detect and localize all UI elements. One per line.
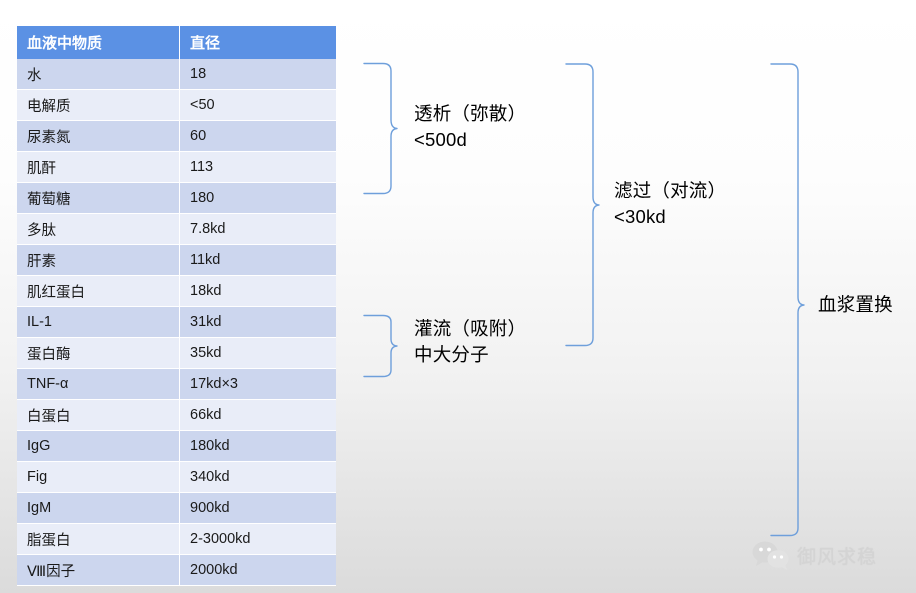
brace-plasma-exchange — [770, 63, 805, 537]
wechat-icon — [752, 540, 790, 570]
cell-substance: 尿素氮 — [17, 121, 180, 152]
cell-substance: 葡萄糖 — [17, 183, 180, 214]
column-header-diameter: 直径 — [180, 26, 336, 59]
annotation-filtration: 滤过（对流） <30kd — [614, 180, 727, 227]
annotation-dialysis: 透析（弥散） <500d — [414, 103, 527, 150]
watermark-account-name: 御风求稳 — [797, 546, 878, 568]
cell-diameter: 17kd×3 — [180, 369, 336, 400]
column-header-substance: 血液中物质 — [17, 26, 180, 59]
cell-diameter: 35kd — [180, 338, 336, 369]
watermark: 御风求稳 — [752, 540, 877, 570]
brace-dialysis — [363, 62, 398, 195]
cell-diameter: 2000kd — [180, 555, 336, 586]
table-row: 电解质<50 — [17, 90, 336, 121]
cell-substance: Fig — [17, 462, 180, 493]
cell-substance: 白蛋白 — [17, 400, 180, 431]
cell-substance: IL-1 — [17, 307, 180, 338]
cell-diameter: <50 — [180, 90, 336, 121]
cell-substance: TNF-α — [17, 369, 180, 400]
brace-hemoperfusion — [363, 314, 398, 378]
annotation-hemoperfusion: 灌流（吸附） 中大分子 — [414, 318, 527, 365]
brace-filtration — [565, 63, 600, 347]
cell-substance: 肝素 — [17, 245, 180, 276]
annotation-plasma-exchange: 血浆置换 — [818, 294, 893, 315]
cell-diameter: 7.8kd — [180, 214, 336, 245]
cell-diameter: 180kd — [180, 431, 336, 462]
cell-diameter: 66kd — [180, 400, 336, 431]
cell-substance: 蛋白酶 — [17, 338, 180, 369]
cell-diameter: 180 — [180, 183, 336, 214]
cell-diameter: 113 — [180, 152, 336, 183]
cell-substance: Ⅷ因子 — [17, 555, 180, 586]
cell-diameter: 60 — [180, 121, 336, 152]
cell-diameter: 11kd — [180, 245, 336, 276]
cell-substance: 电解质 — [17, 90, 180, 121]
cell-substance: 水 — [17, 59, 180, 90]
cell-diameter: 18kd — [180, 276, 336, 307]
cell-substance: 多肽 — [17, 214, 180, 245]
table-header-row: 血液中物质 直径 — [17, 26, 336, 59]
cell-substance: IgG — [17, 431, 180, 462]
cell-substance: 肌酐 — [17, 152, 180, 183]
cell-substance: 脂蛋白 — [17, 524, 180, 555]
cell-substance: IgM — [17, 493, 180, 524]
cell-diameter: 900kd — [180, 493, 336, 524]
cell-diameter: 31kd — [180, 307, 336, 338]
cell-diameter: 2-3000kd — [180, 524, 336, 555]
cell-substance: 肌红蛋白 — [17, 276, 180, 307]
cell-diameter: 340kd — [180, 462, 336, 493]
cell-diameter: 18 — [180, 59, 336, 90]
